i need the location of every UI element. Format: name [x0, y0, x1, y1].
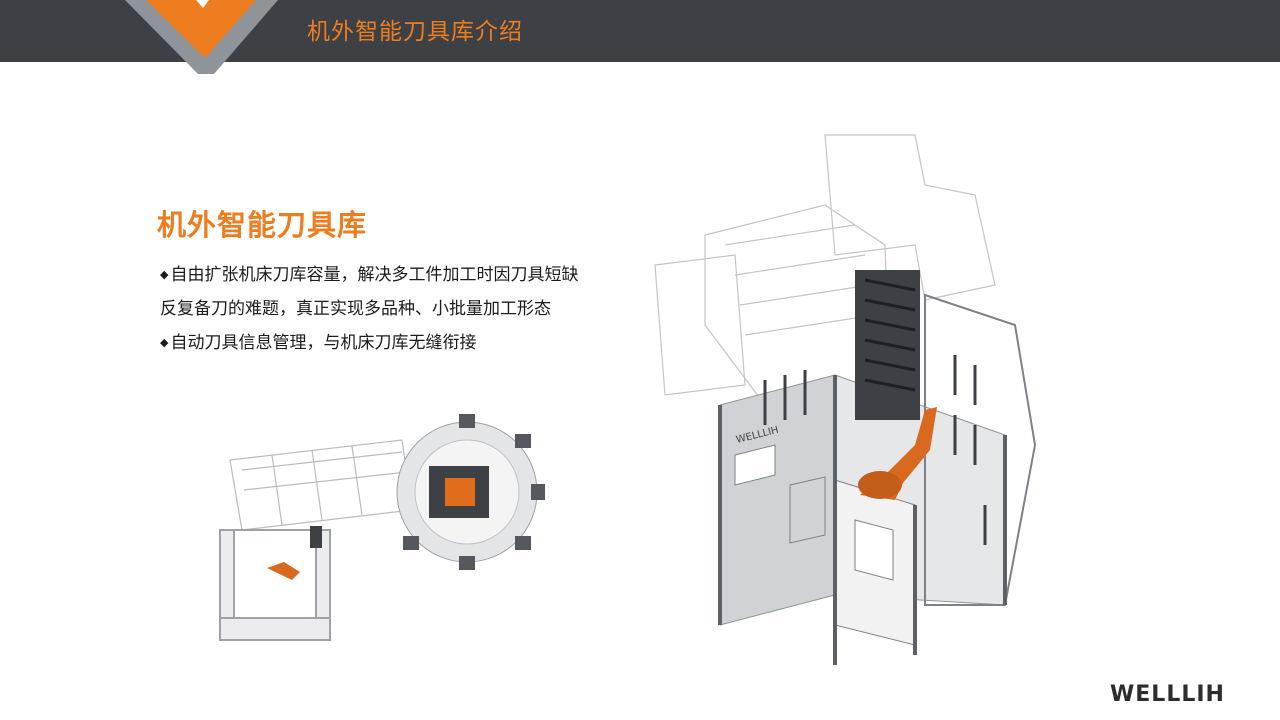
bullet-continuation: 反复备刀的难题，真正实现多品种、小批量加工形态 [160, 292, 630, 326]
bullet-text: 反复备刀的难题，真正实现多品种、小批量加工形态 [160, 299, 551, 319]
bullet-text: 自动刀具信息管理，与机床刀库无缝衔接 [170, 333, 477, 353]
diamond-bullet-icon: ◆ [160, 336, 169, 349]
bullet-item: ◆自动刀具信息管理，与机床刀库无缝衔接 [160, 326, 630, 360]
diamond-bullet-icon: ◆ [160, 268, 169, 281]
brand-logo: WELLLIH [1110, 682, 1225, 707]
header-title: 机外智能刀具库介绍 [307, 19, 523, 45]
bullet-item: ◆自由扩张机床刀库容量，解决多工件加工时因刀具短缺 [160, 258, 630, 292]
tool-library-top-view-image [219, 414, 545, 641]
feature-list: ◆自由扩张机床刀库容量，解决多工件加工时因刀具短缺 反复备刀的难题，真正实现多品… [160, 258, 630, 360]
bullet-text: 自由扩张机床刀库容量，解决多工件加工时因刀具短缺 [170, 265, 579, 285]
header-chevron-logo [125, 0, 278, 74]
section-title: 机外智能刀具库 [157, 208, 368, 242]
tool-library-isometric-image: WELLLIH [654, 134, 1037, 665]
